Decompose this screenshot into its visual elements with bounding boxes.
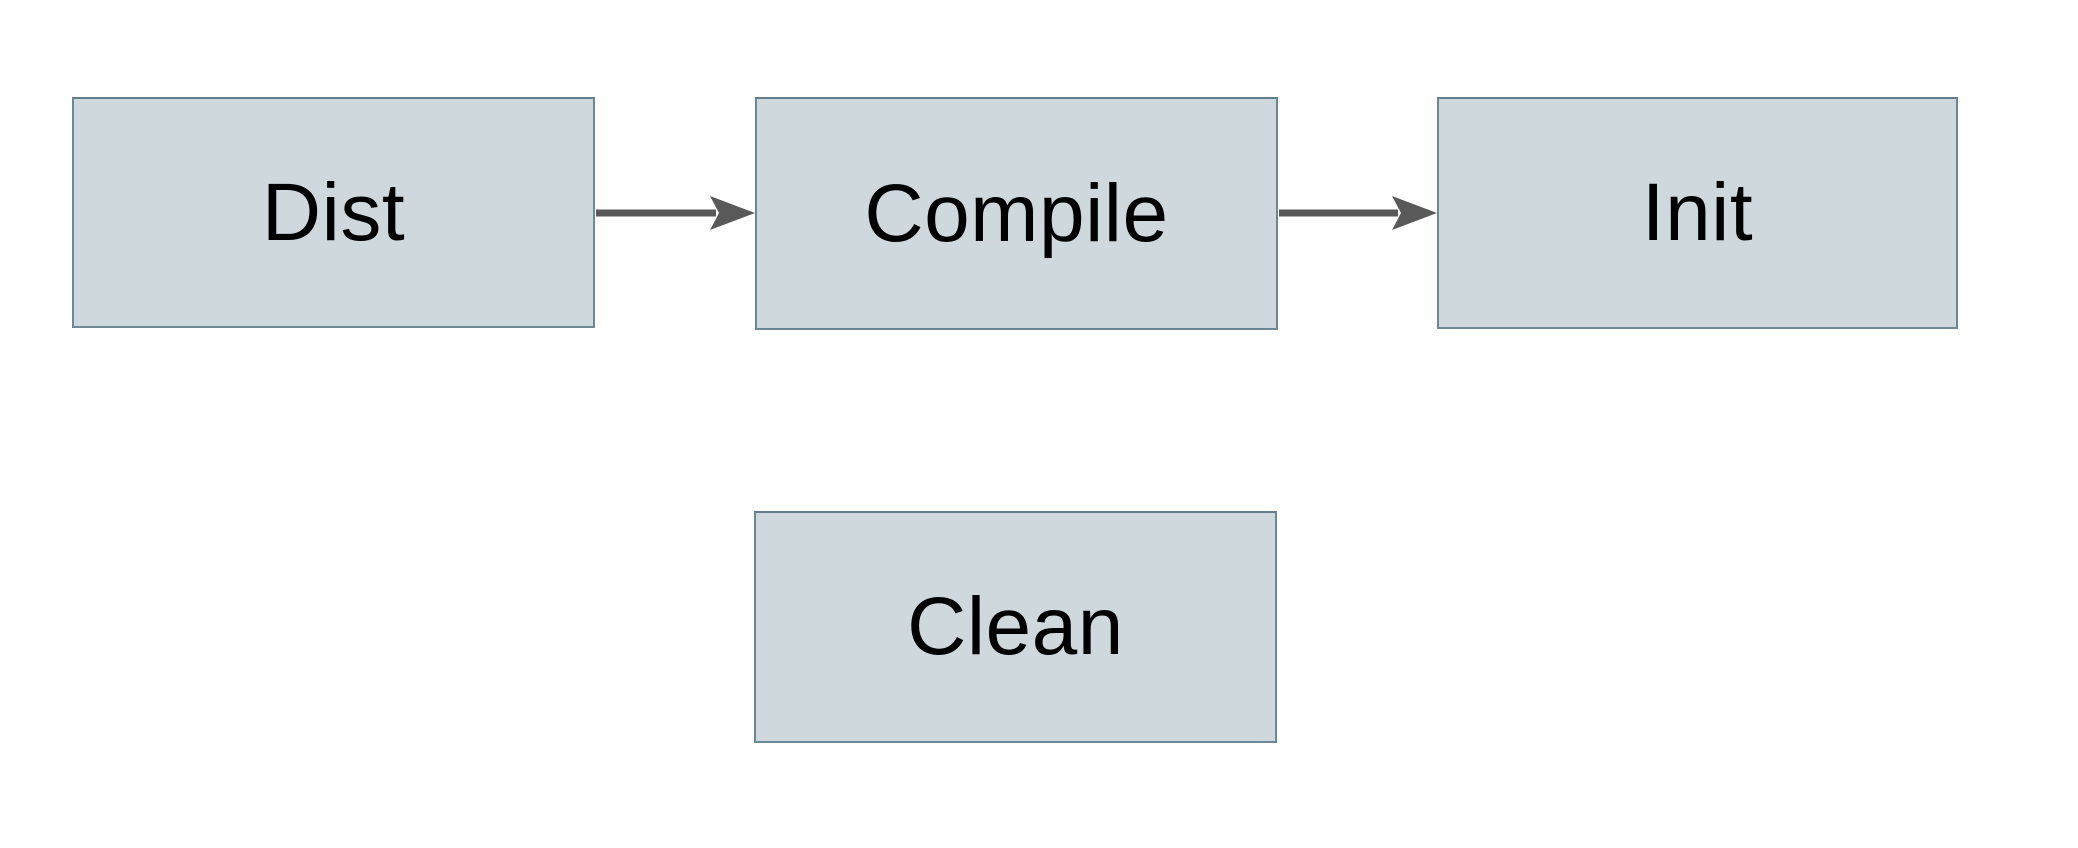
node-init-label: Init	[1641, 167, 1754, 258]
node-compile-label: Compile	[864, 167, 1169, 259]
arrow-compile-to-init[interactable]	[1279, 196, 1437, 230]
arrow-dist-to-compile-head[interactable]	[710, 196, 755, 230]
arrow-dist-to-compile[interactable]	[596, 196, 755, 230]
node-compile[interactable]: Compile	[755, 97, 1278, 330]
node-dist[interactable]: Dist	[72, 97, 595, 328]
node-dist-label: Dist	[261, 166, 406, 258]
node-init[interactable]: Init	[1437, 97, 1958, 329]
arrow-compile-to-init-head[interactable]	[1392, 196, 1437, 230]
node-clean-label: Clean	[907, 581, 1124, 672]
node-clean[interactable]: Clean	[754, 511, 1277, 743]
